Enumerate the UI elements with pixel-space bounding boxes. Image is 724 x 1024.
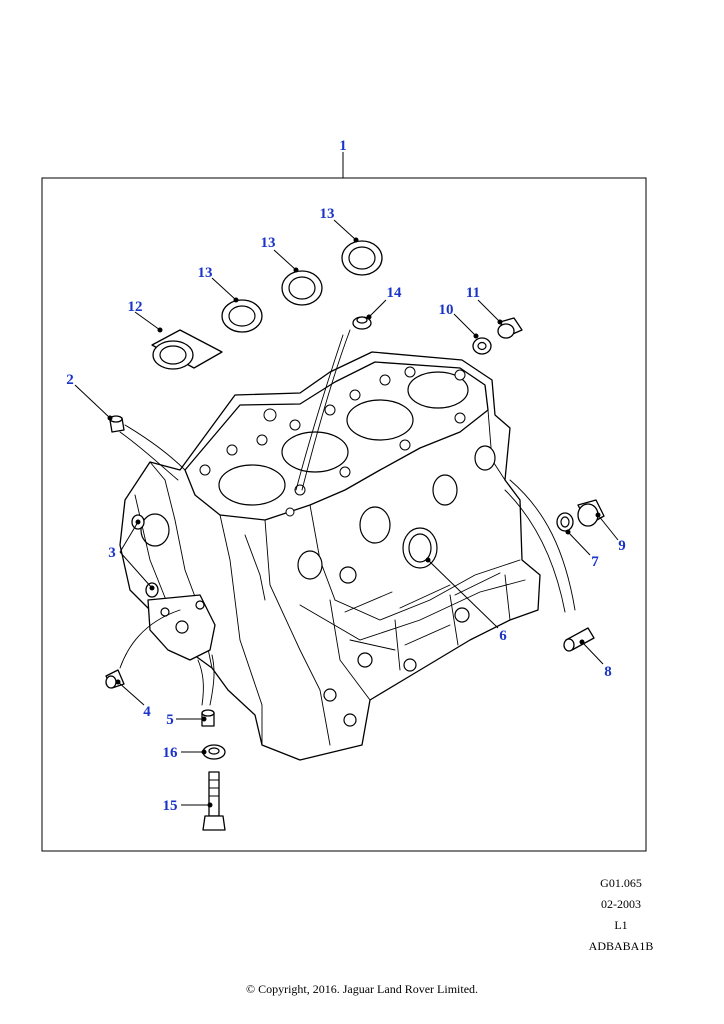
cylinder-block	[119, 351, 541, 761]
camshaft-bearing-13a	[221, 299, 263, 333]
seal-7	[556, 512, 574, 532]
callout-labels: 1 2 3 4 5 6 7 8 9 10 11 12 13 13 13 14 1…	[66, 138, 626, 814]
callout-13c: 13	[320, 206, 335, 222]
camshaft-bearing-13b	[281, 270, 323, 306]
callout-2: 2	[66, 372, 74, 388]
copyright-notice: © Copyright, 2016. Jaguar Land Rover Lim…	[245, 982, 479, 996]
pin-8	[563, 627, 595, 652]
washer-10	[472, 337, 492, 355]
callout-8: 8	[604, 664, 612, 680]
plug-11	[497, 317, 523, 339]
camshaft-bearing-12	[151, 329, 223, 370]
callout-9: 9	[618, 538, 626, 554]
callout-3: 3	[108, 545, 116, 561]
assembly-frame	[41, 177, 647, 852]
bolt-15	[202, 771, 226, 831]
dowel-14	[352, 316, 372, 330]
callout-10: 10	[439, 302, 454, 318]
callout-4: 4	[143, 704, 151, 720]
callout-1: 1	[339, 138, 347, 154]
leader-lines	[74, 219, 619, 808]
callout-16: 16	[163, 745, 179, 761]
camshaft-bearing-13c	[341, 240, 383, 276]
dowel-5	[201, 709, 215, 727]
callout-15: 15	[163, 798, 178, 814]
diagram-level: L1	[614, 918, 628, 932]
callout-13b: 13	[261, 235, 276, 251]
washer-16	[202, 744, 226, 760]
diagram-reference: G01.065	[600, 876, 642, 890]
diagram-code: ADBABA1B	[588, 939, 654, 953]
callout-5: 5	[166, 712, 174, 728]
plug-9	[577, 499, 605, 527]
callout-6: 6	[499, 628, 507, 644]
callout-13a: 13	[198, 265, 213, 281]
callout-12: 12	[128, 299, 143, 315]
callout-14: 14	[387, 285, 403, 301]
dowel-2	[109, 415, 125, 433]
callout-7: 7	[591, 554, 599, 570]
diagram-date: 02-2003	[601, 897, 641, 911]
callout-11: 11	[466, 285, 480, 301]
